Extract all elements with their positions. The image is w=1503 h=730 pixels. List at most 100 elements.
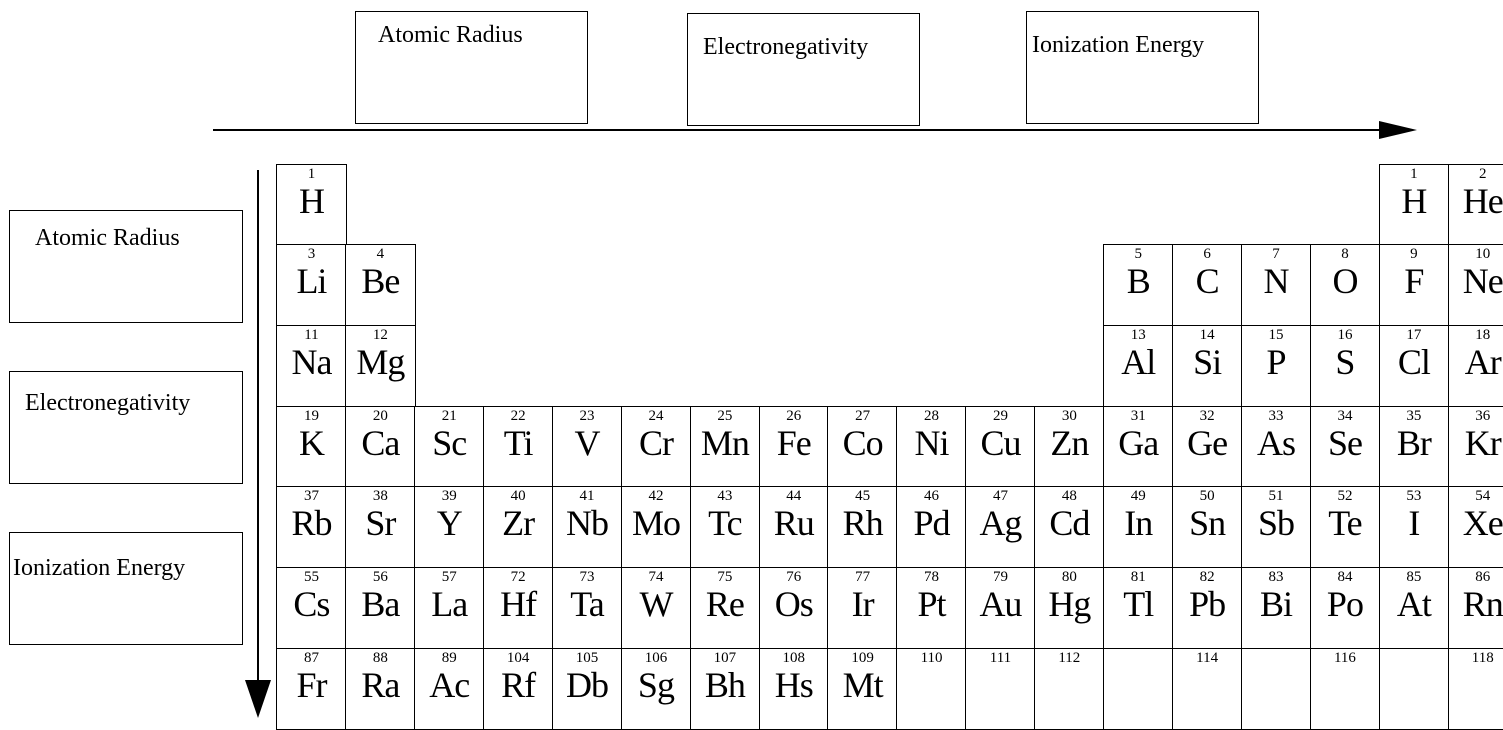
element-symbol: Ca: [361, 423, 400, 464]
element-symbol: N: [1263, 261, 1290, 302]
element-symbol: Bh: [704, 665, 746, 706]
element-symbol: Pb: [1189, 584, 1226, 625]
element-symbol: Xe: [1462, 503, 1503, 544]
element-symbol: Ru: [773, 503, 815, 544]
atomic-number: 52: [1337, 488, 1353, 505]
atomic-number: 105: [575, 650, 599, 667]
element-symbol: Ta: [570, 584, 604, 625]
atomic-number: 14: [1199, 327, 1215, 344]
element-symbol: Po: [1326, 584, 1364, 625]
atomic-number: 55: [303, 569, 319, 586]
atomic-number: 1: [1410, 166, 1418, 183]
element-symbol: Sn: [1189, 503, 1226, 544]
atomic-number: 33: [1268, 408, 1284, 425]
atomic-number: 108: [782, 650, 805, 667]
element-symbol: C: [1195, 261, 1220, 302]
element-cell: 118: [1447, 648, 1503, 730]
atomic-number: 74: [648, 569, 664, 586]
element-symbol: Tl: [1123, 584, 1154, 625]
atomic-number: 88: [372, 650, 388, 667]
atomic-number: 38: [372, 488, 388, 505]
element-symbol: Os: [774, 584, 814, 625]
atomic-number: 80: [1061, 569, 1077, 586]
element-symbol: Y: [436, 503, 463, 544]
atomic-number: 49: [1130, 488, 1146, 505]
element-symbol: W: [639, 584, 673, 625]
element-symbol: B: [1126, 261, 1151, 302]
element-symbol: Na: [291, 342, 332, 383]
element-symbol: F: [1404, 261, 1424, 302]
element-symbol: Si: [1193, 342, 1222, 383]
atomic-number: 2: [1478, 166, 1487, 183]
atomic-number: 54: [1475, 488, 1491, 505]
element-cell: 111: [965, 648, 1036, 730]
element-symbol: He: [1462, 181, 1503, 222]
top-label-atomic-radius-text: Atomic Radius: [378, 22, 523, 48]
element-symbol: Sr: [365, 503, 396, 544]
element-cell: [1240, 648, 1312, 730]
element-symbol: Ti: [503, 423, 534, 464]
element-symbol: Pd: [913, 503, 951, 544]
element-symbol: At: [1396, 584, 1432, 625]
element-symbol: Co: [842, 423, 884, 464]
element-symbol: I: [1408, 503, 1420, 544]
atomic-number: 86: [1475, 569, 1491, 586]
element-symbol: Cd: [1049, 503, 1090, 544]
element-symbol: Ba: [361, 584, 400, 625]
element-symbol: Cl: [1397, 342, 1431, 383]
element-symbol: Hg: [1048, 584, 1091, 625]
atomic-number: 26: [786, 408, 802, 425]
element-symbol: As: [1257, 423, 1296, 464]
element-symbol: O: [1332, 261, 1358, 302]
atomic-number: 17: [1406, 327, 1422, 344]
element-symbol: Li: [296, 261, 327, 302]
element-symbol: In: [1124, 503, 1153, 544]
element-cell: 112: [1034, 648, 1105, 730]
top-label-ionization-energy: Ionization Energy: [1026, 11, 1259, 124]
atomic-number: 47: [992, 488, 1008, 505]
atomic-number: 15: [1268, 327, 1284, 344]
element-symbol: La: [431, 584, 468, 625]
atomic-number: 22: [510, 408, 526, 425]
atomic-number: 27: [855, 408, 871, 425]
element-symbol: V: [574, 423, 601, 464]
atomic-number: 42: [648, 488, 664, 505]
atomic-number: 109: [851, 650, 874, 667]
element-symbol: Mo: [631, 503, 681, 544]
